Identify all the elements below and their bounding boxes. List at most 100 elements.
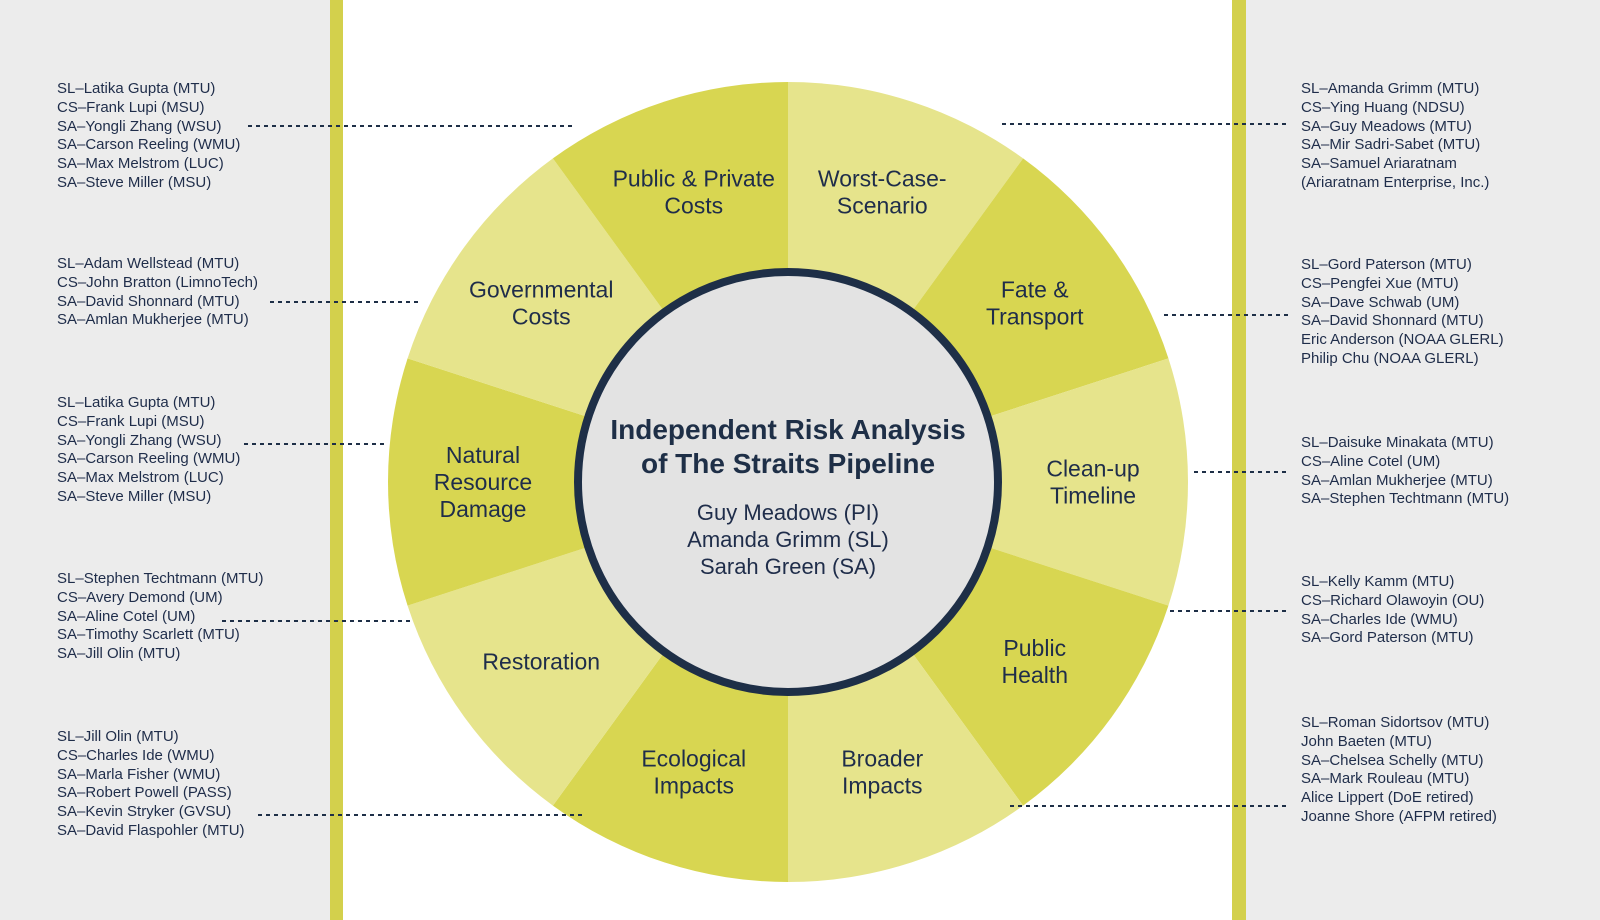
team-member: SA–Yongli Zhang (WSU): [57, 431, 222, 449]
team-member: SL–Stephen Techtmann (MTU): [57, 570, 264, 587]
team-member: SL–Amanda Grimm (MTU): [1301, 80, 1480, 97]
team-member: SA–Steve Miller (MSU): [57, 487, 212, 505]
team-member: SA–Jill Olin (MTU): [57, 645, 181, 663]
segment-label-line: Natural: [446, 442, 520, 468]
team-member: Alice Lippert (DoE retired): [1301, 789, 1474, 807]
team-member: SA–Robert Powell (PASS): [57, 784, 232, 802]
segment-label-line: Worst-Case-: [818, 165, 947, 191]
center-circle: [574, 268, 1002, 696]
team-member: (Ariaratnam Enterprise, Inc.): [1301, 173, 1490, 191]
team-list-broader-impacts: SL–Roman Sidortsov (MTU)John Baeten (MTU…: [1301, 714, 1497, 827]
team-member: SA–Mark Rouleau (MTU): [1301, 770, 1470, 788]
center-title-line: Independent Risk Analysis: [610, 414, 965, 445]
team-list-public-health: SL–Kelly Kamm (MTU)CS–Richard Olawoyin (…: [1301, 573, 1484, 648]
team-member: SA–Aline Cotel (UM): [57, 607, 196, 625]
team-member: John Baeten (MTU): [1301, 732, 1432, 750]
team-list-fate-transport: SL–Gord Paterson (MTU)CS–Pengfei Xue (MT…: [1301, 256, 1504, 369]
team-member: SA–Carson Reeling (WMU): [57, 136, 241, 154]
team-member: SA–Stephen Techtmann (MTU): [1301, 490, 1510, 508]
team-member: SA–Max Melstrom (LUC): [57, 155, 224, 173]
team-member: CS–Charles Ide (WMU): [57, 746, 215, 764]
team-member: SL–Kelly Kamm (MTU): [1301, 573, 1455, 590]
segment-label-line: Public & Private: [613, 165, 775, 191]
team-member: SL–Roman Sidortsov (MTU): [1301, 714, 1490, 731]
center-person: Guy Meadows (PI): [697, 500, 879, 525]
team-member: SL–Gord Paterson (MTU): [1301, 256, 1472, 273]
center-person: Amanda Grimm (SL): [687, 527, 889, 552]
segment-label-line: Costs: [664, 192, 723, 218]
team-member: SL–Latika Gupta (MTU): [57, 394, 216, 411]
segment-label-line: Resource: [434, 469, 532, 495]
team-member: SA–Guy Meadows (MTU): [1301, 117, 1472, 135]
center-person: Sarah Green (SA): [700, 554, 876, 579]
segment-label-fate-transport: Fate &Transport: [986, 276, 1084, 329]
team-member: SA–David Flaspohler (MTU): [57, 821, 245, 839]
segment-label-line: Fate &: [1001, 276, 1069, 302]
team-member: SA–Samuel Ariaratnam: [1301, 155, 1457, 173]
segment-label-line: Ecological: [641, 746, 746, 772]
team-member: SA–Chelsea Schelly (MTU): [1301, 751, 1484, 769]
team-list-clean-up-timeline: SL–Daisuke Minakata (MTU)CS–Aline Cotel …: [1301, 434, 1509, 509]
team-member: SA–Marla Fisher (WMU): [57, 765, 221, 783]
team-list-natural-resource-damage: SL–Latika Gupta (MTU)CS–Frank Lupi (MSU)…: [57, 394, 240, 507]
segment-label-restoration: Restoration: [482, 648, 600, 674]
center-people: Guy Meadows (PI)Amanda Grimm (SL)Sarah G…: [687, 500, 889, 579]
team-member: SA–Amlan Mukherjee (MTU): [1301, 471, 1493, 489]
team-member: CS–Avery Demond (UM): [57, 588, 223, 606]
segment-label-line: Health: [1002, 662, 1068, 688]
team-member: SL–Latika Gupta (MTU): [57, 80, 216, 97]
segment-label-line: Impacts: [653, 773, 734, 799]
segment-label-line: Costs: [512, 303, 571, 329]
left-panel-background: [0, 0, 330, 920]
team-member: CS–Richard Olawoyin (OU): [1301, 591, 1485, 609]
team-member: SA–Carson Reeling (WMU): [57, 450, 241, 468]
team-member: SL–Daisuke Minakata (MTU): [1301, 434, 1494, 451]
team-member: SA–Gord Paterson (MTU): [1301, 629, 1474, 647]
team-member: CS–John Bratton (LimnoTech): [57, 273, 258, 291]
team-member: SA–Timothy Scarlett (MTU): [57, 626, 240, 644]
segment-label-line: Governmental: [469, 276, 613, 302]
team-member: SA–Amlan Mukherjee (MTU): [57, 311, 249, 329]
team-member: SA–David Shonnard (MTU): [1301, 312, 1484, 330]
segment-label-line: Scenario: [837, 192, 928, 218]
team-member: CS–Pengfei Xue (MTU): [1301, 274, 1459, 292]
team-member: CS–Ying Huang (NDSU): [1301, 98, 1465, 116]
team-member: SA–Charles Ide (WMU): [1301, 610, 1458, 628]
segment-label-line: Public: [1003, 635, 1066, 661]
team-list-ecological-impacts: SL–Jill Olin (MTU)CS–Charles Ide (WMU)SA…: [57, 728, 245, 841]
team-member: CS–Frank Lupi (MSU): [57, 412, 205, 430]
team-list-public-private-costs: SL–Latika Gupta (MTU)CS–Frank Lupi (MSU)…: [57, 80, 240, 193]
right-accent-bar: [1232, 0, 1246, 920]
team-member: SA–Max Melstrom (LUC): [57, 469, 224, 487]
center-title-line: of The Straits Pipeline: [641, 448, 935, 479]
team-member: SA–Dave Schwab (UM): [1301, 293, 1460, 311]
team-member: SA–David Shonnard (MTU): [57, 292, 240, 310]
team-member: Eric Anderson (NOAA GLERL): [1301, 331, 1504, 349]
team-member: SA–Mir Sadri-Sabet (MTU): [1301, 136, 1481, 154]
team-member: CS–Frank Lupi (MSU): [57, 98, 205, 116]
segment-label-line: Transport: [986, 303, 1084, 329]
team-member: SL–Adam Wellstead (MTU): [57, 255, 240, 272]
team-member: Joanne Shore (AFPM retired): [1301, 807, 1497, 825]
team-list-restoration: SL–Stephen Techtmann (MTU)CS–Avery Demon…: [57, 570, 264, 664]
segment-label-line: Damage: [440, 496, 527, 522]
team-member: Philip Chu (NOAA GLERL): [1301, 349, 1479, 367]
team-member: SA–Kevin Stryker (GVSU): [57, 803, 232, 821]
segment-label-line: Clean-up: [1046, 456, 1139, 482]
segment-label-worst-case-scenario: Worst-Case-Scenario: [818, 165, 947, 218]
segment-label-line: Restoration: [482, 648, 600, 674]
team-list-worst-case-scenario: SL–Amanda Grimm (MTU)CS–Ying Huang (NDSU…: [1301, 80, 1489, 193]
team-member: SA–Steve Miller (MSU): [57, 173, 212, 191]
team-member: SA–Yongli Zhang (WSU): [57, 117, 222, 135]
segment-label-line: Broader: [841, 746, 923, 772]
team-member: CS–Aline Cotel (UM): [1301, 452, 1441, 470]
